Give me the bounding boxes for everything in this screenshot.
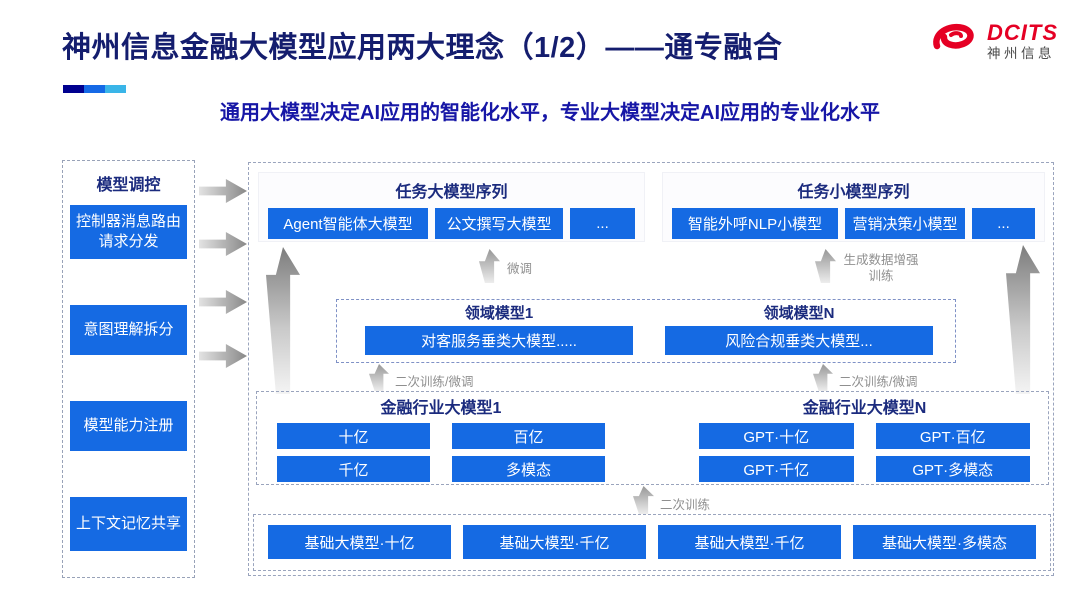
industry-model-n-title: 金融行业大模型N [802, 400, 927, 417]
node-hundred-billion-model: 千亿 [277, 456, 430, 482]
node-risk-compliance-vertical-model: 风险合规垂类大模型... [665, 326, 933, 355]
up-arrow-icon [633, 486, 654, 514]
domain-model-n-group: 领域模型N 风险合规垂类大模型... [665, 302, 933, 355]
node-gpt-billion-model: GPT·十亿 [699, 423, 854, 449]
node-multimodal-model: 多模态 [452, 456, 605, 482]
node-more-small-models: ... [972, 208, 1035, 239]
task-small-model-group: 任务小模型序列 智能外呼NLP小模型 营销决策小模型 ... [662, 172, 1045, 242]
task-large-model-title: 任务大模型序列 [395, 184, 508, 201]
accent-segment-dark [63, 85, 84, 93]
node-gpt-hundred-billion-model: GPT·千亿 [699, 456, 854, 482]
node-base-model-hundred-billion-1: 基础大模型·千亿 [463, 525, 646, 559]
logo-text: DCITS 神州信息 [987, 21, 1058, 61]
node-base-model-multimodal: 基础大模型·多模态 [853, 525, 1036, 559]
company-logo: DCITS 神州信息 [927, 18, 1058, 65]
subtitle: 通用大模型决定AI应用的智能化水平，专业大模型决定AI应用的专业化水平 [220, 102, 880, 124]
node-billion-model: 十亿 [277, 423, 430, 449]
accent-segment-light [105, 85, 126, 93]
node-base-model-hundred-billion-2: 基础大模型·千亿 [658, 525, 841, 559]
industry-model-1-group: 金融行业大模型1 十亿 百亿 千亿 多模态 [265, 394, 617, 482]
up-arrow-icon [813, 364, 833, 391]
node-base-model-billion: 基础大模型·十亿 [268, 525, 451, 559]
label-finetune: 微调 [507, 262, 533, 276]
node-outbound-nlp-model: 智能外呼NLP小模型 [672, 208, 838, 239]
dcits-swoosh-icon [927, 18, 979, 65]
node-gpt-ten-billion-model: GPT·百亿 [875, 423, 1030, 449]
task-large-model-group: 任务大模型序列 Agent智能体大模型 公文撰写大模型 ... [258, 172, 645, 242]
domain-models-box: 领域模型1 对客服务垂类大模型..... 领域模型N 风险合规垂类大模型... [336, 299, 956, 363]
up-arrow-tall-icon [266, 247, 300, 394]
accent-segment-mid [84, 85, 105, 93]
node-customer-service-vertical-model: 对客服务垂类大模型..... [365, 326, 633, 355]
sidebar-item-intent-split: 意图理解拆分 [70, 305, 187, 355]
node-document-writing-model: 公文撰写大模型 [435, 208, 563, 239]
right-arrow-icon [199, 344, 247, 368]
industry-model-n-group: 金融行业大模型N GPT·十亿 GPT·百亿 GPT·千亿 GPT·多模态 [687, 394, 1042, 482]
industry-model-1-title: 金融行业大模型1 [380, 400, 502, 417]
logo-en: DCITS [987, 20, 1058, 46]
sidebar-item-router-dispatch: 控制器消息路由请求分发 [70, 205, 187, 259]
up-arrow-icon [479, 249, 500, 283]
node-agent-large-model: Agent智能体大模型 [268, 208, 428, 239]
page-title: 神州信息金融大模型应用两大理念（1/2）——通专融合 [62, 32, 783, 64]
model-architecture-diagram: 任务大模型序列 Agent智能体大模型 公文撰写大模型 ... 任务小模型序列 … [248, 162, 1054, 576]
accent-bar [63, 85, 126, 93]
label-retrain-finetune-right: 二次训练/微调 [839, 375, 918, 389]
domain-model-1-group: 领域模型1 对客服务垂类大模型..... [365, 302, 633, 355]
up-arrow-icon [369, 364, 389, 391]
right-arrow-icon [199, 179, 247, 203]
task-small-model-title: 任务小模型序列 [797, 184, 910, 201]
industry-model-n-grid: GPT·十亿 GPT·百亿 GPT·千亿 GPT·多模态 [687, 423, 1042, 482]
up-arrow-tall-icon [1006, 245, 1040, 394]
task-large-model-row: Agent智能体大模型 公文撰写大模型 ... [259, 208, 644, 239]
right-arrow-icon [199, 232, 247, 256]
sidebar-title: 模型调控 [96, 177, 161, 194]
sidebar-item-context-memory: 上下文记忆共享 [70, 497, 187, 551]
task-small-model-row: 智能外呼NLP小模型 营销决策小模型 ... [663, 208, 1044, 239]
node-gpt-multimodal-model: GPT·多模态 [875, 456, 1030, 482]
label-data-augment-training: 生成数据增强训练 [843, 253, 919, 284]
model-control-panel: 模型调控 控制器消息路由请求分发 意图理解拆分 模型能力注册 上下文记忆共享 [62, 160, 195, 578]
sidebar-item-capability-register: 模型能力注册 [70, 401, 187, 451]
node-ten-billion-model: 百亿 [452, 423, 605, 449]
industry-model-1-grid: 十亿 百亿 千亿 多模态 [265, 423, 617, 482]
label-retrain-center: 二次训练 [660, 498, 711, 512]
domain-model-1-title: 领域模型1 [464, 305, 534, 322]
node-more-large-models: ... [570, 208, 635, 239]
right-arrow-icon [199, 290, 247, 314]
up-arrow-icon [815, 249, 836, 283]
base-models-box: 基础大模型·十亿 基础大模型·千亿 基础大模型·千亿 基础大模型·多模态 [253, 514, 1051, 571]
node-marketing-decision-model: 营销决策小模型 [845, 208, 965, 239]
domain-model-n-title: 领域模型N [763, 305, 835, 322]
industry-models-box: 金融行业大模型1 十亿 百亿 千亿 多模态 金融行业大模型N GPT·十亿 GP… [256, 391, 1049, 485]
label-retrain-finetune-left: 二次训练/微调 [395, 375, 474, 389]
logo-cn: 神州信息 [987, 46, 1055, 62]
